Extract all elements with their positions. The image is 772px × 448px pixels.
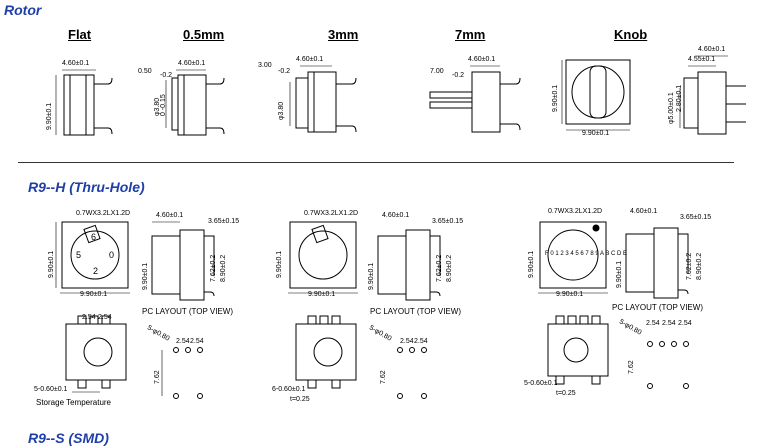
t1-pcb-254a: 2.54	[176, 338, 190, 345]
dim-3mm-width: 4.60±0.1	[296, 56, 324, 63]
t1-side-width: 4.60±0.1	[156, 212, 184, 219]
rotor-col-3mm: 3mm	[328, 27, 359, 42]
t1-dial-0: 0	[109, 250, 115, 260]
t3-side-width: 4.60±0.1	[630, 208, 658, 215]
thru-2-pcb	[397, 347, 427, 399]
rotor-flat-drawing	[55, 69, 113, 136]
rotor-7mm-drawing	[429, 65, 521, 133]
dim-05-offset: 0.50	[138, 68, 152, 75]
t3-t025: t=0.25	[556, 390, 576, 397]
t3-side-762: 7.62±0.2	[686, 252, 693, 280]
rotor-col-0-5mm: 0.5mm	[183, 27, 225, 42]
t2-slot: 0.7WX3.2LX1.2D	[304, 210, 359, 217]
dim-05-offset-tol: -0.2	[160, 72, 173, 79]
divider	[18, 162, 734, 163]
dim-05-shaft-tol: 0 -0.15	[160, 94, 167, 116]
t1-side-365: 3.65±0.15	[208, 218, 240, 225]
rotor-col-knob: Knob	[614, 27, 648, 42]
rotor-knob-front	[561, 59, 631, 131]
section-title-smd: R9--S (SMD)	[28, 430, 109, 446]
t2-pc-layout: PC LAYOUT (TOP VIEW)	[370, 307, 461, 316]
rotor-3mm-drawing	[289, 65, 357, 133]
t1-pad: 5-0.60±0.1	[34, 386, 68, 393]
t2-height: 9.90±0.1	[276, 250, 283, 278]
thru-3-front	[538, 221, 608, 294]
t3-pcb-254b: 2.54	[662, 320, 676, 327]
t1-side-990: 9.90±0.1	[142, 262, 149, 290]
t3-pc-layout: PC LAYOUT (TOP VIEW)	[612, 303, 703, 312]
rotor-knob-side	[679, 55, 746, 135]
dim-flat-height: 9.90±0.1	[46, 102, 53, 130]
dim-knob-width: 9.90±0.1	[582, 130, 610, 137]
t2-pcb-762: 7.62	[380, 370, 387, 384]
dim-3mm-offset: 3.00	[258, 62, 272, 69]
dim-05-width: 4.60±0.1	[178, 60, 206, 67]
dim-3mm-shaft: φ3.80	[278, 101, 285, 120]
t1-dial-6: 6	[91, 232, 97, 242]
t3-pad: 5-0.60±0.1	[524, 380, 558, 387]
thru-1-bottom	[65, 315, 127, 393]
t3-width: 9.90±0.1	[556, 291, 584, 298]
t1-height: 9.90±0.1	[48, 250, 55, 278]
t3-hex-dial: F 0 1 2 3 4 5 6 7 8 9 A B C D E	[545, 251, 628, 257]
t2-t025: t=0.25	[290, 396, 310, 403]
dim-knob-side-width: 4.60±0.1	[698, 46, 726, 53]
dim-knob-455: 4.55±0.1	[688, 56, 716, 63]
t2-side-365: 3.65±0.15	[432, 218, 464, 225]
dim-knob-500: φ5.00±0.1	[668, 92, 675, 124]
t2-side-width: 4.60±0.1	[382, 212, 410, 219]
t1-p254a: 2.54	[82, 314, 96, 321]
dim-7mm-offset: 7.00	[430, 68, 444, 75]
dim-7mm-offset-tol: -0.2	[452, 72, 465, 79]
thru-2-bottom	[295, 315, 357, 389]
t2-side-762: 7.62±0.2	[436, 254, 443, 282]
thru-1-side	[151, 221, 215, 301]
t3-side-890: 8.90±0.2	[696, 252, 703, 280]
thru-2-front	[288, 221, 358, 294]
t2-pcb-254a: 2.54	[400, 338, 414, 345]
thru-3-side	[625, 227, 689, 299]
t1-side-890: 8.90±0.2	[220, 254, 227, 282]
rotor-col-7mm: 7mm	[455, 27, 486, 42]
t3-side-365: 3.65±0.15	[680, 214, 712, 221]
thru-1-front	[55, 221, 130, 294]
t1-pcb-254b: 2.54	[190, 338, 204, 345]
t2-width: 9.90±0.1	[308, 291, 336, 298]
t3-slot: 0.7WX3.2LX1.2D	[548, 208, 603, 215]
t1-pcb-762: 7.62	[154, 370, 161, 384]
thru-1-pcb	[161, 347, 203, 399]
t1-slot: 0.7WX3.2LX1.2D	[76, 210, 131, 217]
t2-pcb-254b: 2.54	[414, 338, 428, 345]
section-title-rotor: Rotor	[4, 2, 42, 18]
rotor-col-flat: Flat	[68, 27, 92, 42]
t1-storage: Storage Temperature	[36, 398, 112, 407]
thru-3-bottom	[547, 315, 609, 385]
dim-knob-280: 2.80±0.1	[676, 84, 683, 112]
section-title-thru-hole: R9--H (Thru-Hole)	[28, 179, 145, 195]
t1-dial-5: 5	[76, 250, 82, 260]
t2-pad: 6-0.60±0.1	[272, 386, 306, 393]
dim-7mm-width: 4.60±0.1	[468, 56, 496, 63]
dim-flat-width: 4.60±0.1	[62, 60, 90, 67]
t3-height: 9.90±0.1	[528, 250, 535, 278]
t3-pcb-254c: 2.54	[678, 320, 692, 327]
t2-side-890: 8.90±0.2	[446, 254, 453, 282]
t1-side-762: 7.62±0.2	[210, 254, 217, 282]
t1-dial-2: 2	[93, 266, 99, 276]
t2-side-990: 9.90±0.1	[368, 262, 375, 290]
t3-pcb-254a: 2.54	[646, 320, 660, 327]
t3-side-990: 9.90±0.1	[616, 260, 623, 288]
t3-pcb-762: 7.62	[628, 360, 635, 374]
rotor-0-5mm-drawing	[165, 69, 225, 136]
t1-pc-layout: PC LAYOUT (TOP VIEW)	[142, 307, 233, 316]
dim-knob-height: 9.90±0.1	[552, 84, 559, 112]
t1-width: 9.90±0.1	[80, 291, 108, 298]
t1-p254b: 2.54	[98, 314, 112, 321]
thru-2-side	[377, 229, 441, 301]
dim-3mm-offset-tol: -0.2	[278, 68, 291, 75]
thru-3-pcb	[647, 341, 689, 389]
